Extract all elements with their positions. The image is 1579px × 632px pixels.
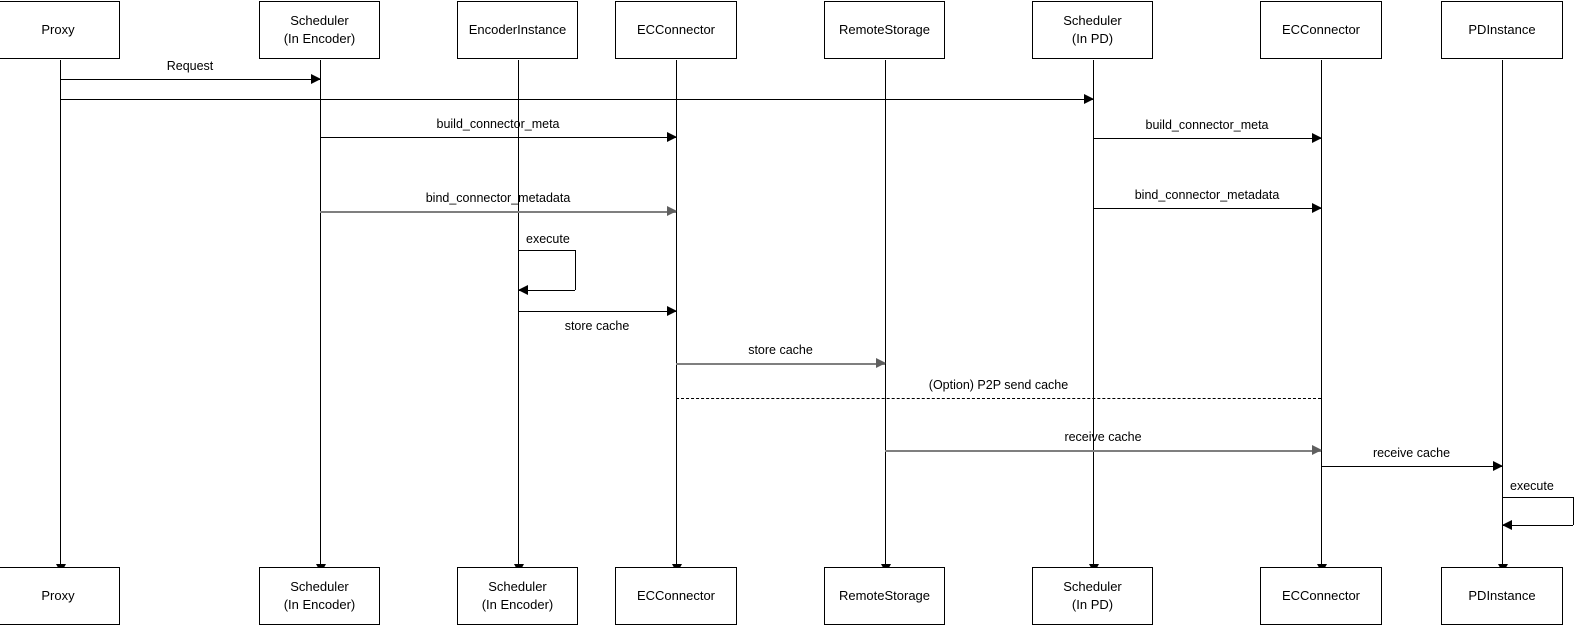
lifeline-sched_enc — [320, 60, 321, 566]
message-line-m1 — [60, 79, 320, 80]
participant-label-bottom-sched_pd: Scheduler (In PD) — [1063, 579, 1122, 612]
message-arrowhead-m2 — [1084, 94, 1094, 104]
message-line-m8 — [676, 363, 885, 365]
message-line-m6 — [1093, 208, 1321, 209]
message-line-m10 — [885, 450, 1321, 452]
self-message-arrowhead-s1 — [518, 285, 528, 295]
message-line-m7 — [518, 311, 676, 312]
participant-box-bottom-sched_enc: Scheduler (In Encoder) — [259, 567, 380, 625]
participant-label-bottom-pd_inst: PDInstance — [1468, 588, 1536, 604]
self-message-label-s1: execute — [526, 232, 570, 246]
message-arrowhead-m4 — [1312, 133, 1322, 143]
participant-box-bottom-ec_conn_l: ECConnector — [615, 567, 737, 625]
lifeline-pd_inst — [1502, 60, 1503, 566]
participant-box-bottom-remote_store: RemoteStorage — [824, 567, 945, 625]
self-message-side-s2 — [1573, 497, 1574, 525]
message-label-m11: receive cache — [1372, 446, 1451, 460]
participant-box-bottom-sched_pd: Scheduler (In PD) — [1032, 567, 1153, 625]
message-arrowhead-m8 — [876, 358, 886, 368]
participant-box-bottom-proxy: Proxy — [0, 567, 120, 625]
self-message-bottom-s2 — [1502, 525, 1573, 526]
message-label-m10: receive cache — [1064, 430, 1142, 444]
participant-label-top-pd_inst: PDInstance — [1468, 22, 1536, 38]
self-message-s2: execute — [1502, 479, 1574, 530]
participant-box-top-remote_store: RemoteStorage — [824, 1, 945, 59]
participant-label-bottom-proxy: Proxy — [41, 588, 75, 604]
message-arrowhead-m10 — [1312, 445, 1322, 455]
participant-label-top-remote_store: RemoteStorage — [838, 22, 931, 38]
participant-label-bottom-encoder_inst: Scheduler (In Encoder) — [481, 579, 554, 612]
message-label-m3: build_connector_meta — [436, 117, 560, 131]
self-message-label-s2: execute — [1510, 479, 1554, 493]
participant-box-top-sched_pd: Scheduler (In PD) — [1032, 1, 1153, 59]
message-line-m3 — [320, 137, 676, 138]
participant-box-top-ec_conn_r: ECConnector — [1260, 1, 1382, 59]
self-message-top-s2 — [1502, 497, 1573, 498]
participant-box-top-encoder_inst: EncoderInstance — [457, 1, 578, 59]
participant-label-top-ec_conn_l: ECConnector — [636, 22, 716, 38]
self-message-arrowhead-s2 — [1502, 520, 1512, 530]
self-message-bottom-s1 — [518, 290, 575, 291]
message-label-m5: bind_connector_metadata — [425, 191, 571, 205]
participant-label-top-ec_conn_r: ECConnector — [1281, 22, 1361, 38]
participant-box-top-ec_conn_l: ECConnector — [615, 1, 737, 59]
lifeline-ec_conn_r — [1321, 60, 1322, 566]
message-line-m4 — [1093, 138, 1321, 139]
participant-label-bottom-ec_conn_r: ECConnector — [1281, 588, 1361, 604]
message-line-m5 — [320, 211, 676, 213]
message-arrowhead-m1 — [311, 74, 321, 84]
message-label-m9: (Option) P2P send cache — [928, 378, 1069, 392]
lifeline-remote_store — [885, 60, 886, 566]
participant-label-top-sched_pd: Scheduler (In PD) — [1063, 13, 1122, 46]
participant-box-top-pd_inst: PDInstance — [1441, 1, 1563, 59]
lifeline-sched_pd — [1093, 60, 1094, 566]
message-arrowhead-m3 — [667, 132, 677, 142]
participant-label-top-sched_enc: Scheduler (In Encoder) — [283, 13, 356, 46]
message-arrowhead-m11 — [1493, 461, 1503, 471]
message-arrowhead-m5 — [667, 206, 677, 216]
message-line-m11 — [1321, 466, 1502, 467]
participant-label-top-encoder_inst: EncoderInstance — [468, 22, 567, 38]
self-message-s1: execute — [518, 232, 576, 295]
message-arrowhead-m6 — [1312, 203, 1322, 213]
participant-label-bottom-ec_conn_l: ECConnector — [636, 588, 716, 604]
message-label-m1: Request — [166, 59, 214, 73]
self-message-side-s1 — [575, 250, 576, 290]
message-label-m8: store cache — [748, 343, 813, 357]
message-line-m9 — [676, 398, 1321, 399]
participant-box-bottom-encoder_inst: Scheduler (In Encoder) — [457, 567, 578, 625]
lifeline-encoder_inst — [518, 60, 519, 566]
participant-box-top-sched_enc: Scheduler (In Encoder) — [259, 1, 380, 59]
lifeline-proxy — [60, 60, 61, 566]
participant-box-bottom-ec_conn_r: ECConnector — [1260, 567, 1382, 625]
participant-box-bottom-pd_inst: PDInstance — [1441, 567, 1563, 625]
self-message-top-s1 — [518, 250, 575, 251]
message-label-m6: bind_connector_metadata — [1134, 188, 1280, 202]
message-line-m2 — [60, 99, 1093, 100]
message-arrowhead-m7 — [667, 306, 677, 316]
participant-box-top-proxy: Proxy — [0, 1, 120, 59]
participant-label-bottom-sched_enc: Scheduler (In Encoder) — [283, 579, 356, 612]
participant-label-top-proxy: Proxy — [41, 22, 75, 38]
participant-label-bottom-remote_store: RemoteStorage — [838, 588, 931, 604]
message-label-m4: build_connector_meta — [1145, 118, 1269, 132]
message-label-m7: store cache — [564, 319, 630, 333]
